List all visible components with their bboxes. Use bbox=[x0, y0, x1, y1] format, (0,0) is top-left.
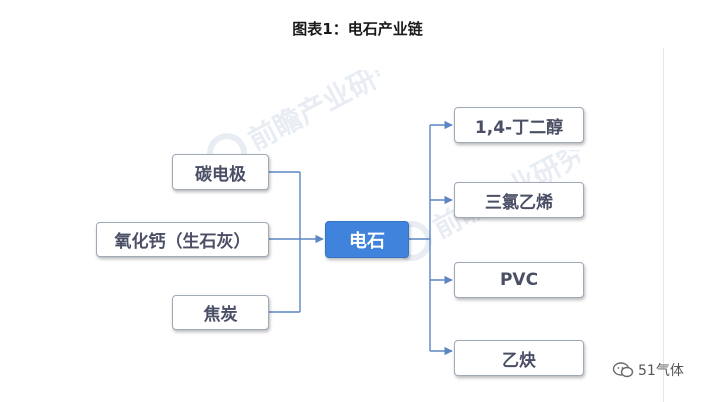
output-node-pvc: PVC bbox=[454, 262, 584, 298]
output-node-butanediol: 1,4-丁二醇 bbox=[454, 107, 584, 143]
source-label: 51气体 bbox=[638, 363, 684, 379]
output-node-acetylene: 乙炔 bbox=[454, 340, 584, 376]
input-node-calcium-oxide: 氧化钙（生石灰） bbox=[96, 222, 269, 257]
center-node-calcium-carbide: 电石 bbox=[325, 221, 409, 258]
chat-bubble-icon bbox=[612, 362, 634, 378]
source-badge: 51气体 bbox=[612, 360, 684, 380]
output-node-trichloroethylene: 三氯乙烯 bbox=[454, 182, 584, 218]
diagram-title: 图表1：电石产业链 bbox=[292, 20, 423, 38]
divider bbox=[663, 48, 664, 402]
input-node-coke: 焦炭 bbox=[172, 295, 269, 330]
input-node-carbon-electrode: 碳电极 bbox=[172, 154, 269, 190]
